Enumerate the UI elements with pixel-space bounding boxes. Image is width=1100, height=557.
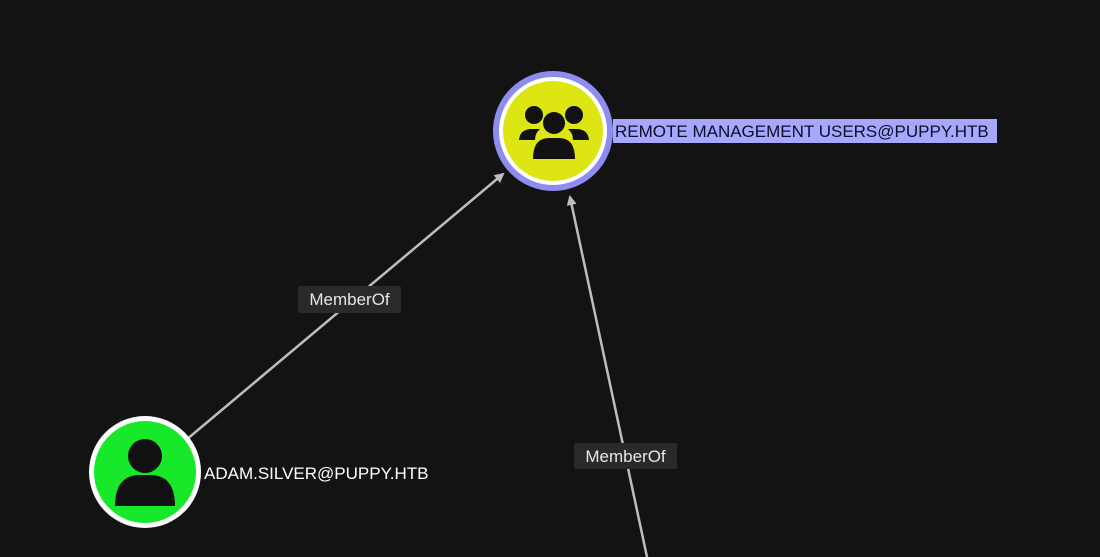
user-node[interactable]: ADAM.SILVER@PUPPY.HTB <box>89 416 428 528</box>
user-icon <box>115 439 175 506</box>
group-node-label-bg <box>613 119 997 143</box>
edge-label-text: MemberOf <box>309 290 390 309</box>
edge-line[interactable] <box>566 195 649 557</box>
edge-label-bg <box>298 286 401 313</box>
edge-label: MemberOf <box>574 443 677 469</box>
group-node-label: REMOTE MANAGEMENT USERS@PUPPY.HTB <box>615 122 989 141</box>
edge-memberof-offscreen[interactable]: MemberOf <box>566 195 677 557</box>
edge-label-bg <box>574 443 677 469</box>
users-group-icon <box>519 106 589 159</box>
edge-memberof-adam[interactable]: MemberOf <box>185 172 505 441</box>
user-node-label: ADAM.SILVER@PUPPY.HTB <box>204 464 428 483</box>
edge-label: MemberOf <box>298 286 401 313</box>
group-node[interactable]: REMOTE MANAGEMENT USERS@PUPPY.HTB <box>493 71 997 191</box>
edge-label-text: MemberOf <box>585 447 666 466</box>
